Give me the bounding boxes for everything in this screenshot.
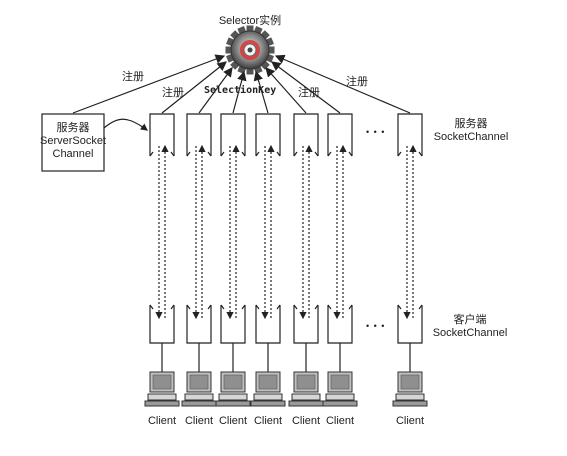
client-label: Client (218, 415, 248, 427)
register-label-2: 注册 (162, 87, 184, 99)
register-label-4: 注册 (346, 76, 368, 88)
server-socket-line1: 服务器 (56, 122, 90, 134)
server-socketchannel-label: 服务器 SocketChannel (426, 118, 516, 144)
register-label-1: 注册 (122, 71, 144, 83)
client-socketchannel-box (149, 305, 175, 344)
server-socketchannel-box (327, 113, 353, 156)
register-arrow (232, 70, 247, 114)
server-channel-line1: 服务器 (454, 118, 488, 130)
socket-channel-pair (397, 113, 423, 372)
register-arrow (198, 67, 233, 114)
accept-connection-arrow (103, 118, 148, 131)
socket-channel-pair (149, 113, 175, 372)
client-label: Client (184, 415, 214, 427)
computer-icon (288, 371, 324, 407)
computer-icon (181, 371, 217, 407)
selector-title: Selector实例 (218, 15, 282, 27)
server-channel-line2: SocketChannel (433, 131, 509, 143)
gear-tooth (225, 46, 233, 54)
client-socketchannel-box (327, 305, 353, 344)
selection-key-label: SelectionKey (204, 85, 277, 96)
socket-channel-pair (186, 113, 212, 372)
server-socket-line2: ServerSocket (39, 135, 107, 147)
socket-channel-pair (220, 113, 246, 372)
client-socketchannel-box (220, 305, 246, 344)
computer-icon (250, 371, 286, 407)
server-socket-line3: Channel (52, 148, 94, 160)
computer-icon (322, 371, 358, 407)
server-socketchannel-box (186, 113, 212, 156)
register-arrow (161, 61, 227, 114)
client-label: Client (291, 415, 321, 427)
register-arrow (72, 54, 226, 114)
gear-icon (225, 25, 275, 75)
client-socketchannel-box (255, 305, 281, 344)
server-socketchannel-box (293, 113, 319, 156)
client-label: Client (325, 415, 355, 427)
client-label: Client (395, 415, 425, 427)
computer-icon (392, 371, 428, 407)
register-arrow (271, 61, 341, 114)
register-arrow (253, 70, 269, 114)
server-socket-channel-box (41, 113, 105, 172)
register-arrow (274, 54, 411, 114)
client-socketchannel-box (293, 305, 319, 344)
server-socketchannel-box (149, 113, 175, 156)
register-label-3: 注册 (298, 87, 320, 99)
client-socketchannel-box (186, 305, 212, 344)
socket-channel-pair (327, 113, 353, 372)
ellipsis-top: • • • (366, 127, 386, 137)
server-socket-channel-text: 服务器 ServerSocket Channel (38, 122, 108, 161)
socket-channel-pair (255, 113, 281, 372)
client-channel-line2: SocketChannel (432, 327, 508, 339)
client-label: Client (147, 415, 177, 427)
computer-icon (144, 371, 180, 407)
server-socketchannel-box (255, 113, 281, 156)
socket-channel-pair (293, 113, 319, 372)
client-socketchannel-box (397, 305, 423, 344)
computer-icon (215, 371, 251, 407)
ellipsis-bottom: • • • (366, 321, 386, 331)
client-socketchannel-label: 客户端 SocketChannel (424, 314, 516, 340)
client-channel-line1: 客户端 (453, 314, 487, 326)
register-arrow (265, 67, 307, 114)
client-label: Client (253, 415, 283, 427)
server-socketchannel-box (220, 113, 246, 156)
server-socketchannel-box (397, 113, 423, 156)
gear-tooth (267, 46, 275, 54)
